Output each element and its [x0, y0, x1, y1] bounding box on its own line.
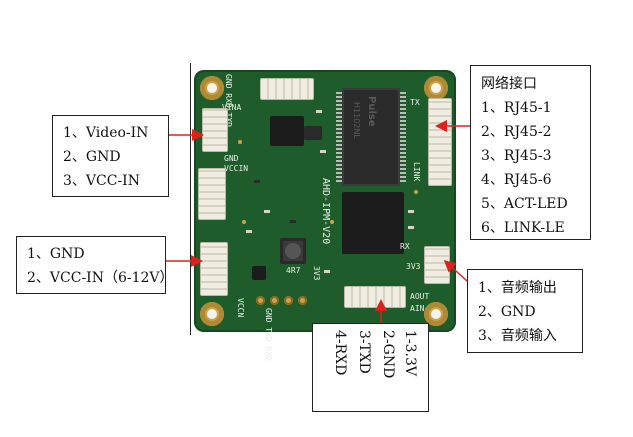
network-line-6: 6、LINK-LE	[481, 220, 565, 236]
video-aux-connector	[198, 168, 226, 220]
smd-part	[408, 210, 414, 213]
test-pad	[256, 296, 265, 305]
video-in-connector	[202, 108, 228, 152]
test-pad	[298, 296, 307, 305]
inductor-mark: 4R7	[286, 266, 301, 275]
network-callout: 网络接口 1、RJ45-1 2、RJ45-2 3、RJ45-3 4、RJ45-6…	[470, 65, 591, 240]
via	[330, 220, 334, 224]
separator-line	[190, 63, 191, 335]
silk-3v3: 3V3	[312, 266, 321, 281]
soc-chip	[342, 192, 404, 254]
smd-part	[320, 150, 326, 153]
silk-aout: AOUT	[410, 292, 430, 301]
ic-chip	[270, 116, 304, 146]
serial-callout: 1-3.3V 2-GND 3-TXD 4-RXD	[312, 323, 429, 412]
via	[242, 220, 246, 224]
power-connector	[200, 242, 228, 296]
power-line-1: 1、GND	[27, 246, 85, 262]
mounting-hole	[424, 76, 448, 100]
network-title: 网络接口	[481, 76, 537, 92]
network-line-3: 3、RJ45-3	[481, 148, 552, 164]
test-pad	[270, 296, 279, 305]
smd-part	[408, 226, 414, 229]
silk-vccin: VCCIN	[224, 164, 249, 173]
serial-line-4: 4-RXD	[332, 330, 348, 376]
serial-line-1: 1-3.3V	[402, 330, 418, 377]
via	[238, 140, 242, 144]
silk-gnd: GND	[224, 154, 239, 163]
serial-line-2: 2-GND	[380, 330, 396, 379]
network-line-4: 4、RJ45-6	[481, 172, 552, 188]
video-line-3: 3、VCC-IN	[63, 173, 140, 189]
board-model: AHD-IPM-V20	[320, 178, 331, 245]
silk-link: LINK	[412, 162, 421, 182]
smd-part	[264, 210, 270, 213]
mounting-hole	[200, 302, 224, 326]
serial-connector-top	[260, 78, 314, 100]
ic-chip-small	[304, 126, 322, 140]
silk-vina: VINA	[222, 103, 242, 112]
silk-rx: RX	[400, 242, 410, 251]
silk-serial-top: GND RXD TXD	[224, 74, 233, 127]
power-in-callout: 1、GND 2、VCC-IN（6-12V）	[16, 236, 174, 294]
network-line-1: 1、RJ45-1	[481, 100, 552, 116]
regulator-chip	[252, 266, 266, 280]
power-line-2: 2、VCC-IN（6-12V）	[27, 270, 174, 286]
smd-part	[254, 180, 260, 183]
serial-line-3: 3-TXD	[356, 330, 372, 374]
silk-tx: TX	[410, 98, 420, 107]
mounting-hole	[424, 302, 448, 326]
audio-callout: 1、音频输出 2、GND 3、音频输入	[467, 269, 583, 353]
video-line-2: 2、GND	[63, 149, 121, 165]
silk-ain: AIN	[410, 304, 425, 313]
silk-bottom: GND TXD RXD	[264, 308, 273, 361]
pcb-board: GND RXD TXD VINA GND VCCIN Pulse H1102NL…	[194, 70, 456, 361]
audio-line-3: 3、音频输入	[478, 328, 557, 344]
network-connector	[428, 98, 452, 186]
inductor	[280, 238, 306, 264]
transformer-part: H1102NL	[352, 102, 361, 139]
audio-line-2: 2、GND	[478, 304, 536, 320]
test-pad	[284, 296, 293, 305]
smd-part	[316, 110, 322, 113]
smd-part	[324, 270, 330, 273]
smd-part	[290, 220, 296, 223]
video-line-1: 1、Video-IN	[63, 125, 149, 141]
transformer-pins-right	[400, 92, 406, 182]
arrow-audio	[443, 259, 468, 282]
network-line-2: 2、RJ45-2	[481, 124, 552, 140]
via	[414, 190, 418, 194]
silk-3v3-b: 3V3	[406, 262, 421, 271]
smd-part	[246, 230, 252, 233]
network-line-5: 5、ACT-LED	[481, 196, 568, 212]
network-transformer: Pulse H1102NL	[342, 88, 400, 186]
transformer-pins-left	[336, 92, 342, 182]
audio-line-1: 1、音频输出	[478, 280, 557, 296]
video-in-callout: 1、Video-IN 2、GND 3、VCC-IN	[52, 115, 169, 197]
transformer-brand: Pulse	[366, 96, 377, 127]
mounting-hole	[200, 76, 224, 100]
silk-vccn: VCCN	[236, 298, 245, 318]
